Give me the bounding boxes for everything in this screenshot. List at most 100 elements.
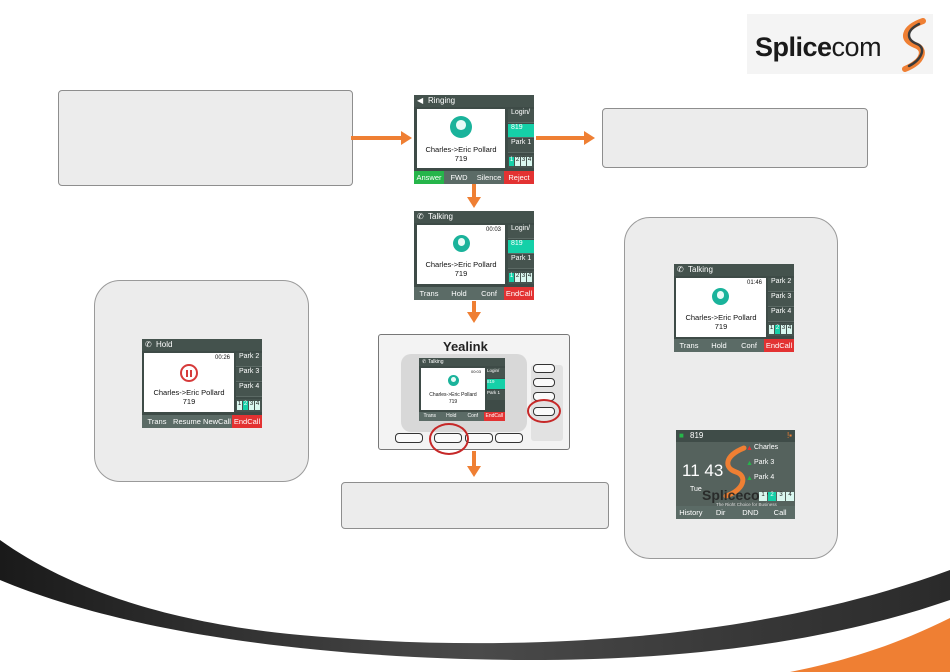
idle-line-pages: 1 2 3 4 bbox=[759, 490, 795, 503]
page-3[interactable]: 3 bbox=[521, 157, 526, 166]
linekey-park-3[interactable]: ▲Park 3 bbox=[744, 459, 795, 473]
endcall-softkey[interactable]: EndCall bbox=[504, 287, 534, 300]
hold-softkey[interactable]: Hold bbox=[451, 289, 467, 298]
device-linekey-1[interactable] bbox=[533, 364, 555, 373]
endcall-softkey[interactable]: EndCall bbox=[232, 415, 262, 428]
hold-call-area: 00:26 Charles->Eric Pollard 719 bbox=[144, 353, 234, 412]
hold-line-pages: 1 2 3 4 bbox=[236, 399, 262, 412]
page-3[interactable]: 3 bbox=[249, 401, 254, 410]
contact-avatar-icon bbox=[712, 288, 729, 305]
linekey-819[interactable]: 819 bbox=[508, 124, 534, 138]
arrow-to-ringing-head bbox=[401, 131, 412, 145]
talking-title: Talking bbox=[428, 212, 453, 221]
history-softkey[interactable]: History bbox=[679, 508, 703, 517]
dir-softkey[interactable]: Dir bbox=[715, 508, 726, 517]
page-3[interactable]: 3 bbox=[777, 492, 785, 501]
linekey-park-2[interactable]: Park 2 bbox=[236, 353, 262, 367]
resume-softkey[interactable]: Resume bbox=[173, 417, 201, 426]
conf-softkey[interactable]: Conf bbox=[481, 289, 497, 298]
trans-softkey[interactable]: Trans bbox=[423, 413, 437, 419]
page-4[interactable]: 4 bbox=[527, 273, 532, 282]
page-1[interactable]: 1 bbox=[769, 325, 774, 334]
endcall-softkey[interactable]: EndCall bbox=[483, 412, 505, 421]
logo-text-regular: com bbox=[831, 32, 882, 62]
contact-avatar-icon bbox=[453, 235, 470, 252]
linekey-park-3[interactable]: Park 3 bbox=[236, 368, 262, 382]
linekey-charles[interactable]: ▲Charles bbox=[744, 444, 795, 458]
page-4[interactable]: 4 bbox=[527, 157, 532, 166]
callout-hold-key-info bbox=[341, 482, 609, 529]
device-softkey-3[interactable] bbox=[465, 433, 493, 443]
phone-icon: ✆ bbox=[677, 265, 684, 274]
arrow-to-device-head bbox=[467, 312, 481, 323]
page-1[interactable]: 1 bbox=[759, 492, 767, 501]
talking-softkeys: Trans Hold Conf EndCall bbox=[414, 287, 534, 300]
linekey-park-3[interactable]: Park 3 bbox=[768, 293, 794, 307]
device-softkey-4[interactable] bbox=[495, 433, 523, 443]
linekey-login[interactable]: Login/ bbox=[508, 109, 534, 123]
page-3[interactable]: 3 bbox=[781, 325, 786, 334]
linekey-park-1[interactable]: Park 1 bbox=[508, 255, 534, 269]
page-4[interactable]: 4 bbox=[787, 325, 792, 334]
idle-date: Tue bbox=[690, 486, 702, 493]
page-1[interactable]: 1 bbox=[237, 401, 242, 410]
idle-clock: 11 43 bbox=[682, 461, 724, 480]
linekey-login[interactable]: Login/ bbox=[508, 225, 534, 239]
linekey-819[interactable]: 819 bbox=[508, 240, 534, 254]
answer-softkey[interactable]: Answer bbox=[414, 171, 444, 184]
page-2[interactable]: 2 bbox=[515, 157, 520, 166]
page-4[interactable]: 4 bbox=[255, 401, 260, 410]
endcall-softkey[interactable]: EndCall bbox=[764, 339, 794, 352]
fwd-softkey[interactable]: FWD bbox=[450, 173, 468, 182]
arrow-to-reject bbox=[536, 136, 586, 140]
linekey-park-4[interactable]: ▲Park 4 bbox=[744, 474, 795, 488]
talking2-caller: Charles->Eric Pollard bbox=[685, 313, 757, 322]
linekey-park-1[interactable]: Park 1 bbox=[487, 390, 505, 400]
decorative-swoosh bbox=[0, 540, 950, 672]
page-2[interactable]: 2 bbox=[243, 401, 248, 410]
device-softkey-1[interactable] bbox=[395, 433, 423, 443]
arrow-to-callout-head bbox=[467, 466, 481, 477]
linekey-login[interactable]: Login/ bbox=[487, 368, 505, 378]
linekey-park-4[interactable]: Park 4 bbox=[236, 383, 262, 397]
linekey-park-3-label: Park 3 bbox=[754, 459, 775, 466]
splicecom-swirl-icon bbox=[723, 445, 747, 499]
page-3[interactable]: 3 bbox=[521, 273, 526, 282]
trans-softkey[interactable]: Trans bbox=[419, 289, 439, 298]
silence-softkey[interactable]: Silence bbox=[476, 173, 502, 182]
talking2-timer: 01:46 bbox=[746, 280, 762, 286]
device-screen-header: ✆ Talking bbox=[419, 358, 505, 366]
talking2-title: Talking bbox=[688, 265, 713, 274]
device-linekey-2[interactable] bbox=[533, 378, 555, 387]
dnd-softkey[interactable]: DND bbox=[742, 508, 759, 517]
ringing-caller: Charles->Eric Pollard bbox=[425, 145, 497, 154]
call-select-softkey[interactable]: Call Sele bbox=[773, 508, 787, 517]
trans-softkey[interactable]: Trans bbox=[679, 341, 699, 350]
hold-linekeys: Park 2 Park 3 Park 4 bbox=[236, 353, 262, 398]
page-1[interactable]: 1 bbox=[509, 157, 514, 166]
reject-softkey[interactable]: Reject bbox=[504, 171, 534, 184]
logo-text-bold: Splice bbox=[755, 32, 832, 62]
linekey-park-2[interactable]: Park 2 bbox=[768, 278, 794, 292]
hold-softkey[interactable]: Hold bbox=[446, 413, 457, 419]
page-1[interactable]: 1 bbox=[509, 273, 514, 282]
page-2[interactable]: 2 bbox=[775, 325, 780, 334]
page-2[interactable]: 2 bbox=[768, 492, 776, 501]
newcall-softkey[interactable]: NewCall bbox=[203, 417, 231, 426]
device-timer: 00:03 bbox=[470, 369, 481, 374]
contact-avatar-icon bbox=[450, 116, 472, 138]
linekey-819[interactable]: 819 bbox=[487, 379, 505, 389]
device-number: 719 bbox=[448, 399, 458, 405]
conf-softkey[interactable]: Conf bbox=[467, 413, 479, 419]
idle-linekeys: ▲Charles ▲Park 3 ▲Park 4 bbox=[744, 444, 795, 489]
linekey-park-1[interactable]: Park 1 bbox=[508, 139, 534, 153]
hold-softkey[interactable]: Hold bbox=[711, 341, 727, 350]
phone-icon: ✆ bbox=[145, 340, 152, 349]
conf-softkey[interactable]: Conf bbox=[741, 341, 757, 350]
linekey-park-4[interactable]: Park 4 bbox=[768, 308, 794, 322]
callout-reject-info bbox=[602, 108, 868, 168]
page-4[interactable]: 4 bbox=[786, 492, 794, 501]
talking-linekeys: Login/ 819 Park 1 bbox=[508, 225, 534, 270]
page-2[interactable]: 2 bbox=[515, 273, 520, 282]
trans-softkey[interactable]: Trans bbox=[147, 417, 167, 426]
